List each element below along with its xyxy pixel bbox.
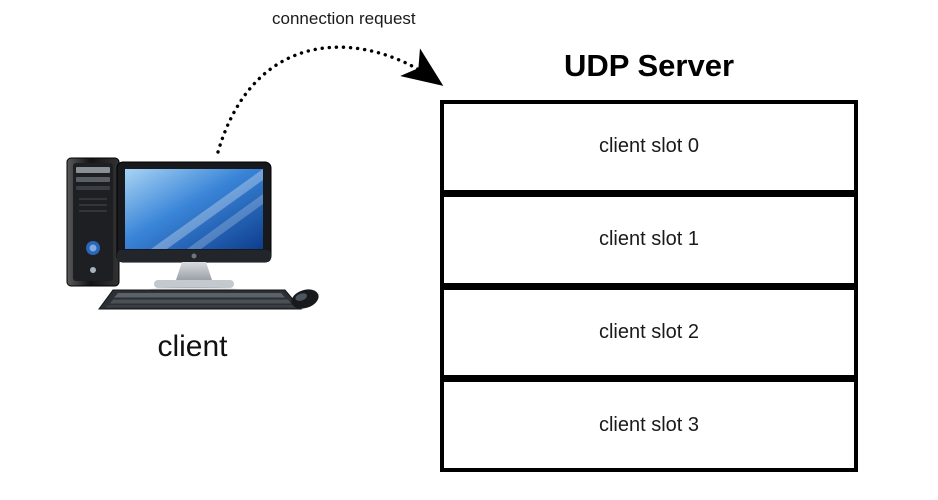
tower-icon [66,157,120,287]
mouse-icon [291,289,319,309]
connection-arrow-icon [216,45,444,154]
server-slot: client slot 2 [440,285,858,380]
server-title: UDP Server [563,48,735,83]
monitor-icon [116,161,272,293]
server-slot-stack: client slot 0 client slot 1 client slot … [440,100,858,472]
arrow-label: connection request [272,9,416,28]
server-slot: client slot 0 [440,100,858,194]
client-label: client [157,330,228,363]
server-slot: client slot 3 [440,378,858,472]
keyboard-icon [98,289,303,310]
client-computer-illustration [55,152,323,314]
server-slot: client slot 1 [440,192,858,287]
